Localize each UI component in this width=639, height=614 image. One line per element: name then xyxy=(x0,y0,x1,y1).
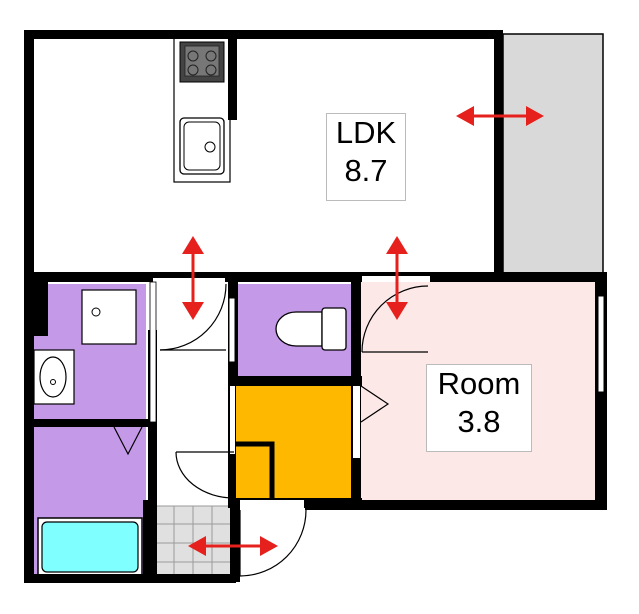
ventilation-arrows xyxy=(182,106,544,556)
room-area: 3.8 xyxy=(457,404,501,439)
wash-basin-drain-icon xyxy=(50,379,56,385)
room-label: Room 3.8 xyxy=(426,364,532,452)
ldk-label: LDK 8.7 xyxy=(326,113,406,201)
balcony xyxy=(502,33,604,276)
bathtub-basin xyxy=(41,521,139,573)
washing-machine-pan xyxy=(81,289,137,345)
ldk-area: 8.7 xyxy=(344,153,388,188)
kitchen-sink-bowl xyxy=(183,121,221,171)
entrance-tile xyxy=(154,505,232,581)
ldk-name: LDK xyxy=(335,115,397,150)
closet-partition xyxy=(236,441,275,498)
gas-stove xyxy=(179,41,225,83)
sink-drain-icon xyxy=(204,141,216,153)
washroom-door-track xyxy=(149,281,157,423)
wash-basin-bowl xyxy=(39,356,67,398)
toilet xyxy=(275,307,347,351)
room-name: Room xyxy=(437,366,521,401)
door-swings xyxy=(113,283,429,577)
window-right xyxy=(597,295,605,393)
drain-icon xyxy=(91,307,101,317)
window-toilet xyxy=(228,297,236,363)
